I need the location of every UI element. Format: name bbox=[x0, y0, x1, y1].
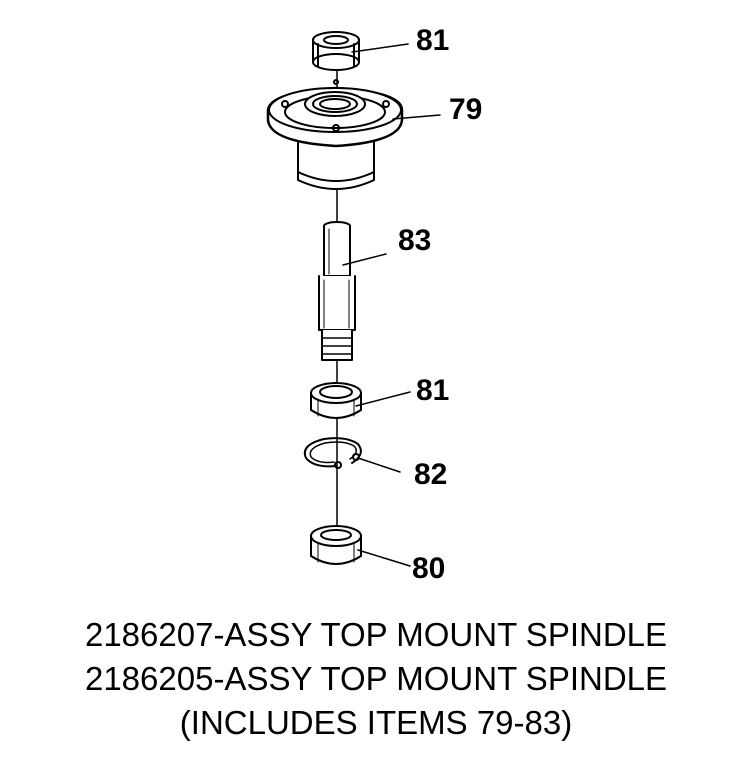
exploded-view-drawing bbox=[266, 31, 441, 567]
callout-79: 79 bbox=[449, 93, 483, 126]
callout-81-top: 81 bbox=[416, 24, 450, 57]
part-81-top-bearing bbox=[312, 31, 360, 71]
leader-79 bbox=[392, 114, 441, 120]
callout-80: 80 bbox=[412, 552, 446, 585]
leader-83 bbox=[342, 253, 387, 266]
leader-80 bbox=[357, 549, 411, 567]
caption-line-1: 2186207-ASSY TOP MOUNT SPINDLE bbox=[84, 616, 668, 653]
callout-81-lower: 81 bbox=[416, 374, 450, 407]
part-82-retaining-ring bbox=[303, 437, 362, 469]
caption-line-2: 2186205-ASSY TOP MOUNT SPINDLE bbox=[84, 660, 668, 697]
leader-81-top bbox=[351, 43, 409, 53]
callout-82: 82 bbox=[414, 458, 448, 491]
caption-line-3: (INCLUDES ITEMS 79-83) bbox=[179, 704, 573, 741]
part-83-shaft bbox=[318, 221, 356, 361]
callout-83: 83 bbox=[398, 224, 432, 257]
part-80-bottom-bearing bbox=[310, 525, 362, 565]
part-81-lower-bearing bbox=[310, 382, 362, 419]
leader-81-lower bbox=[355, 391, 411, 407]
part-79-spindle-hub bbox=[266, 79, 404, 190]
leader-82 bbox=[357, 457, 401, 473]
